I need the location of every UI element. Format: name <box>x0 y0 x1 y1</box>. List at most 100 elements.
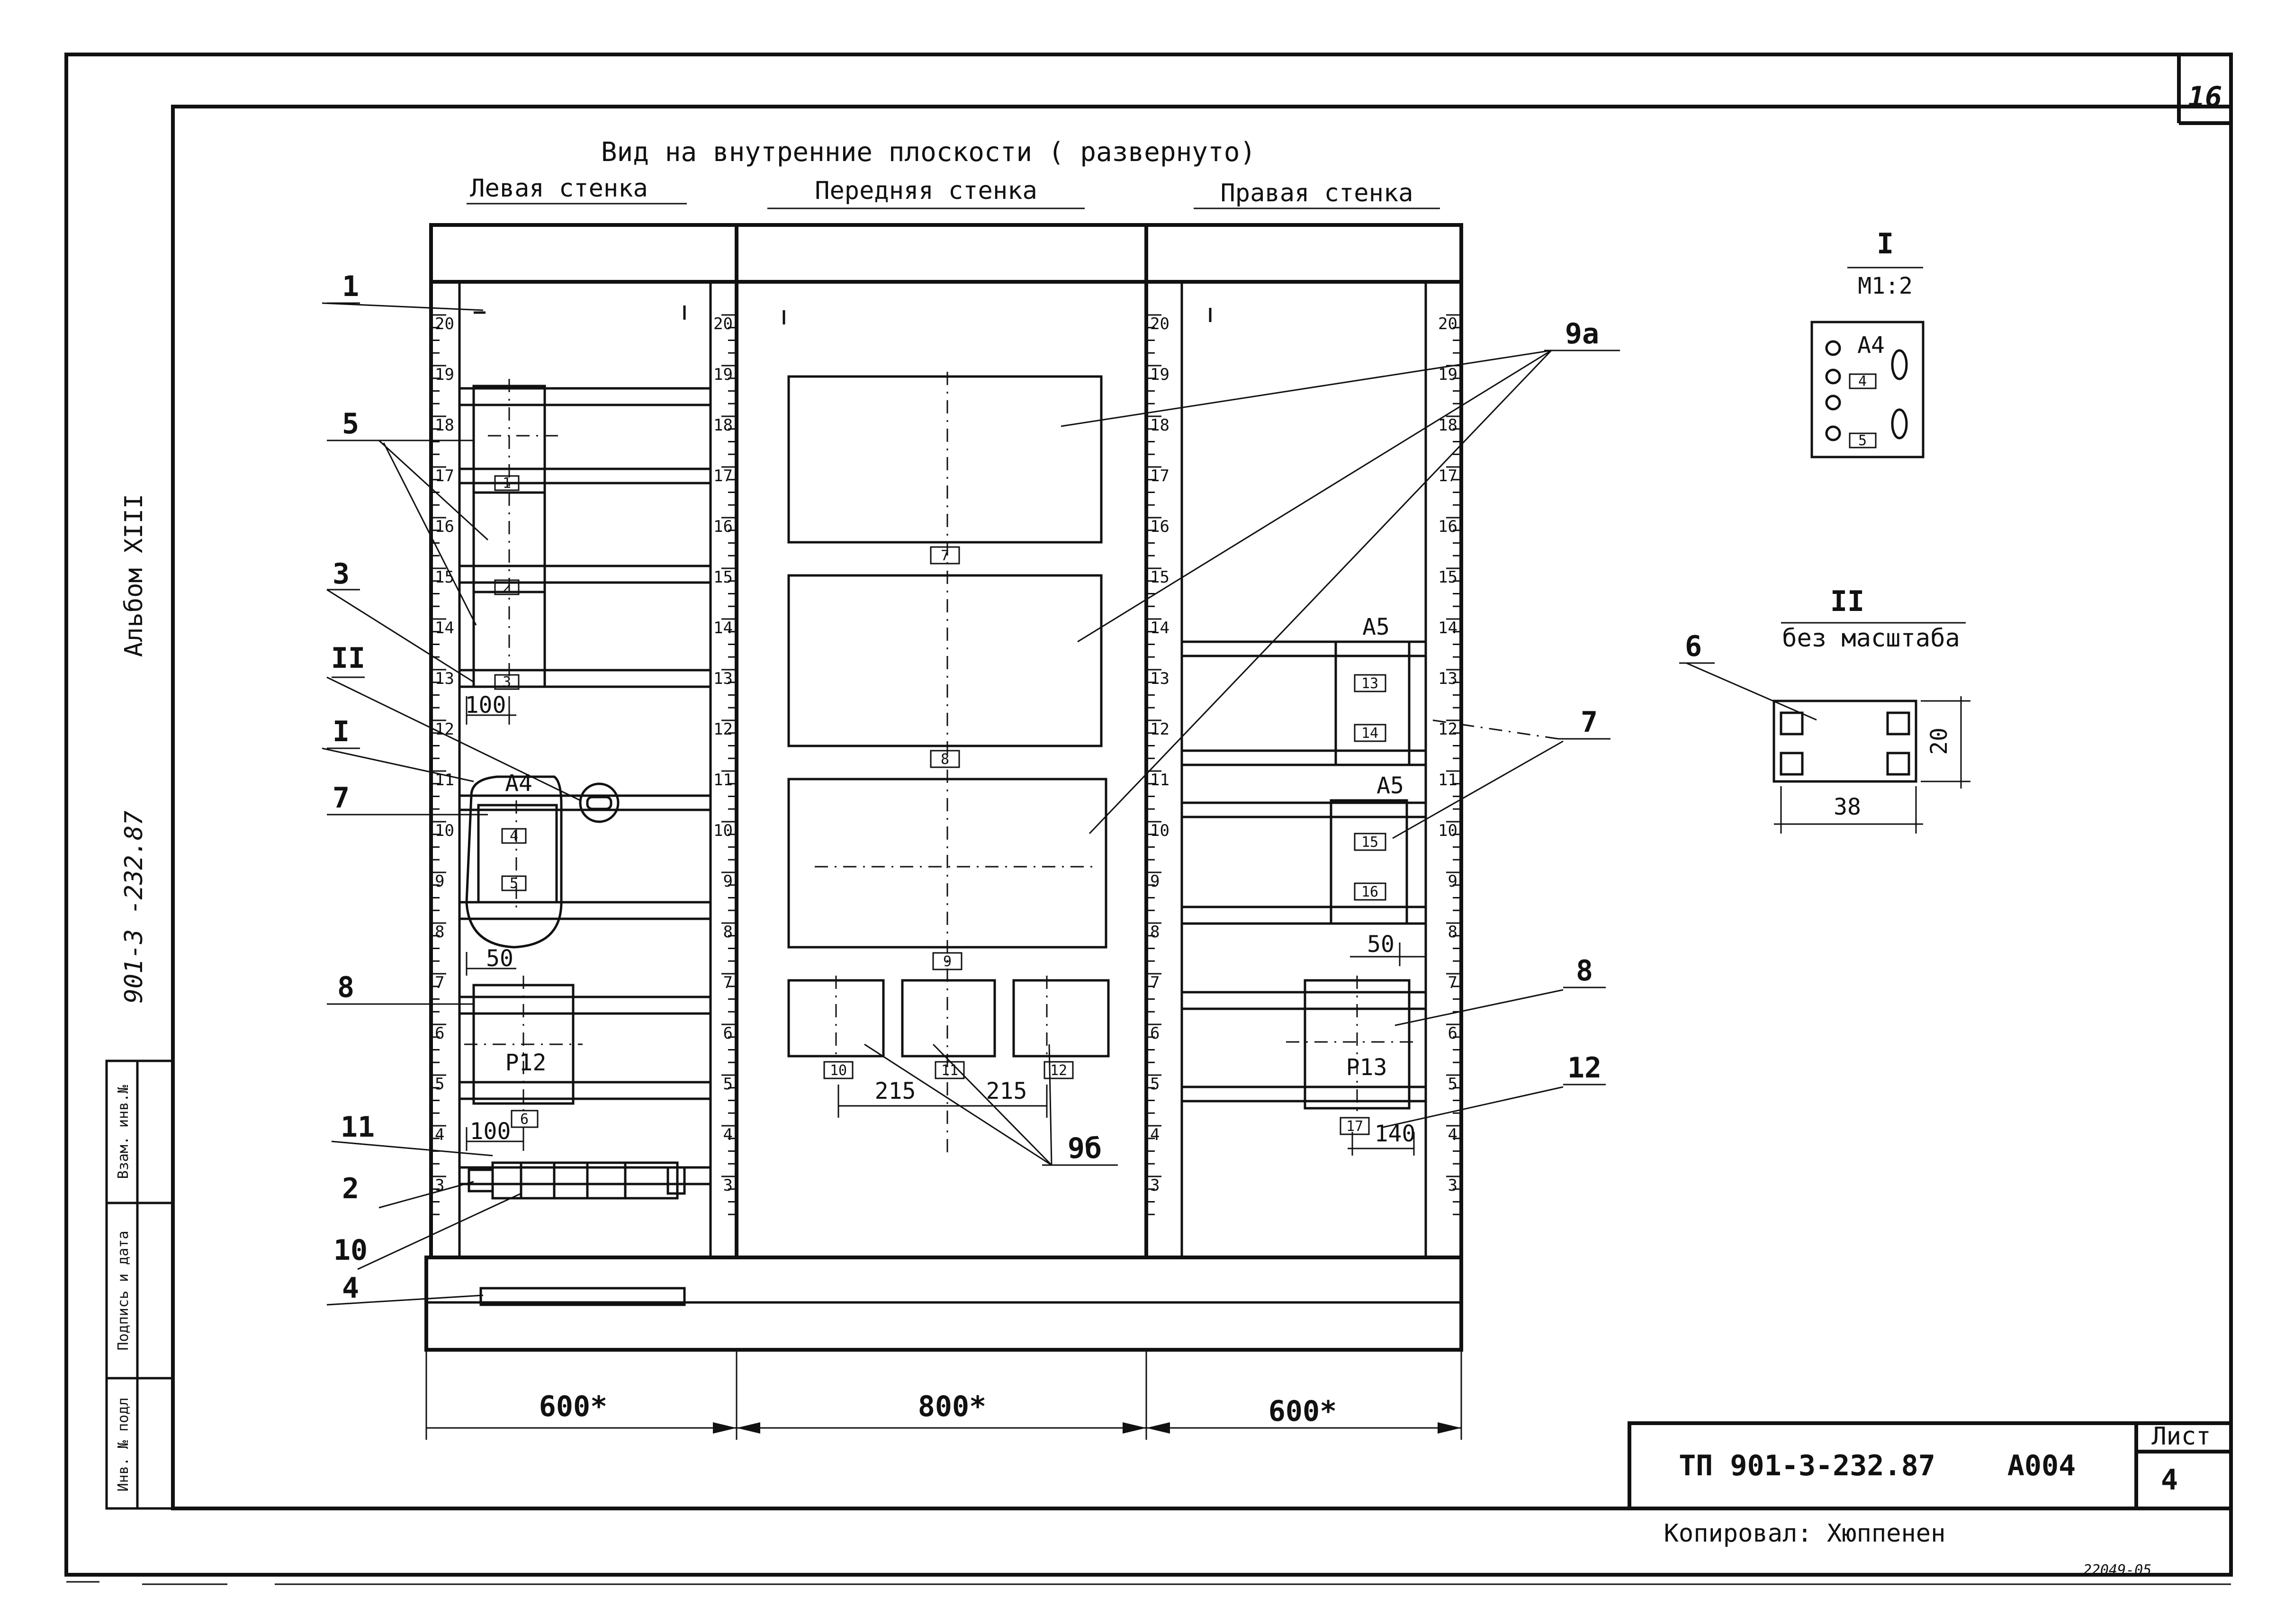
rail-tick-label: 18 <box>713 416 733 435</box>
detail-i-unit-4: 4 <box>1858 373 1867 390</box>
unit-tag-5: 5 <box>510 875 518 892</box>
right-wall-title: Правая стенка <box>1221 179 1413 207</box>
callout-3: 3 <box>333 557 350 591</box>
callout-1: 1 <box>342 270 359 303</box>
rail-tick-label: 7 <box>1150 973 1160 992</box>
mounting-rails <box>430 280 1463 1259</box>
rail-tick-label: 9 <box>435 872 444 891</box>
rail-tick-label: 17 <box>1150 467 1169 485</box>
sheet-number: 16 <box>2188 81 2222 114</box>
rail-tick-label: 8 <box>723 923 733 942</box>
rail-tick-label: 3 <box>1448 1176 1457 1195</box>
unit-tag-4: 4 <box>510 828 518 844</box>
rail-tick-label: 19 <box>435 365 454 384</box>
title-block-sheet-value: 4 <box>2161 1463 2178 1497</box>
rail-tick-label: 13 <box>1438 669 1457 688</box>
side-stamp <box>105 1059 174 1510</box>
left-wall-dimension-lines <box>466 696 524 1151</box>
callout-II: II <box>331 642 365 675</box>
unit-tag-17: 17 <box>1346 1118 1363 1135</box>
rail-tick-labels: 2019181716151413121110987654320191817161… <box>435 314 1457 1195</box>
rail-tick-label: 9 <box>1448 872 1457 891</box>
callout-7-left: 7 <box>333 781 350 815</box>
left-wall-title: Левая стенка <box>470 174 648 203</box>
rail-tick-label: 12 <box>713 720 733 739</box>
rail-tick-label: 9 <box>1150 872 1160 891</box>
detail-ii-title: II <box>1830 585 1864 618</box>
rail-tick-label: 18 <box>435 416 454 435</box>
callout-11: 11 <box>341 1111 375 1144</box>
rail-tick-label: 6 <box>1448 1024 1457 1043</box>
title-block-sheet-label: Лист <box>2151 1422 2211 1451</box>
rail-tick-label: 11 <box>713 771 733 790</box>
rail-tick-label: 16 <box>1438 517 1457 536</box>
unit-tag-10: 10 <box>830 1062 847 1079</box>
rail-tick-label: 12 <box>435 720 454 739</box>
rail-tick-label: 13 <box>435 669 454 688</box>
callout-10: 10 <box>333 1234 368 1267</box>
dim-right-600: 600* <box>1268 1395 1337 1428</box>
album-label: Альбом XIII <box>120 494 148 657</box>
rail-tick-label: 5 <box>1448 1075 1457 1094</box>
dim-left-600: 600* <box>539 1390 608 1423</box>
field-replaced-inv: Взам. инв.№ <box>115 1085 132 1179</box>
right-wall-content <box>1182 640 1426 1156</box>
rail-tick-label: 3 <box>1150 1176 1160 1195</box>
unit-tag-6: 6 <box>520 1111 529 1128</box>
rail-tick-label: 7 <box>435 973 444 992</box>
rail-tick-label: 8 <box>435 923 444 942</box>
rail-tick-label: 7 <box>723 973 733 992</box>
leader-lines <box>322 302 1620 1306</box>
copied-by: Копировал: Хюппенен <box>1664 1519 1946 1548</box>
rail-tick-label: 5 <box>1150 1075 1160 1094</box>
dim-50-right: 50 <box>1367 931 1394 958</box>
unit-tag-13: 13 <box>1361 675 1378 692</box>
unit-tag-2: 2 <box>503 579 511 596</box>
rail-tick-label: 4 <box>1448 1125 1457 1144</box>
rail-tick-label: 12 <box>1150 720 1169 739</box>
rail-tick-label: 13 <box>1150 669 1169 688</box>
unit-tag-14: 14 <box>1361 725 1378 742</box>
rail-tick-label: 6 <box>723 1024 733 1043</box>
rail-tick-label: 6 <box>435 1024 444 1043</box>
rail-tick-label: 10 <box>1438 821 1457 840</box>
unit-tag-9: 9 <box>943 953 952 970</box>
a5-top-label: А5 <box>1362 614 1390 640</box>
rail-tick-label: 15 <box>713 568 733 587</box>
dim-100-top: 100 <box>465 692 506 718</box>
detail-ii-drawing <box>1679 662 1970 834</box>
rail-tick-marks <box>431 314 1461 1215</box>
title-underlines <box>467 203 1440 209</box>
rail-tick-label: 20 <box>1438 314 1457 333</box>
rail-tick-label: 8 <box>1448 923 1457 942</box>
unit-tag-1: 1 <box>503 475 511 492</box>
dim-100-bottom: 100 <box>470 1118 511 1145</box>
side-code: 901-3 -232.87 <box>120 811 148 1004</box>
rail-tick-label: 15 <box>1150 568 1169 587</box>
cabinet-outline <box>424 223 1463 1352</box>
rail-tick-label: 5 <box>435 1075 444 1094</box>
callout-9b: 9б <box>1068 1132 1102 1165</box>
rail-tick-label: 19 <box>1150 365 1169 384</box>
callout-9a: 9а <box>1565 317 1599 350</box>
rail-tick-label: 20 <box>713 314 733 333</box>
rail-tick-label: 17 <box>1438 467 1457 485</box>
stamp-number: 22049-05 <box>2083 1562 2152 1579</box>
unit-tag-11: 11 <box>941 1062 958 1079</box>
front-wall-content <box>787 372 1110 1156</box>
field-inv-no: Инв. № подл <box>115 1398 132 1492</box>
unit-tag-7: 7 <box>941 547 949 564</box>
rail-tick-label: 13 <box>713 669 733 688</box>
unit-tag-12: 12 <box>1050 1062 1067 1079</box>
overall-dimension-lines <box>425 1350 1462 1440</box>
detail-ii-height: 20 <box>1926 727 1952 755</box>
rail-tick-label: 7 <box>1448 973 1457 992</box>
rail-tick-label: 15 <box>435 568 454 587</box>
callout-5: 5 <box>342 407 359 440</box>
rail-tick-label: 16 <box>713 517 733 536</box>
dim-front-800: 800* <box>918 1390 987 1423</box>
unit-tag-8: 8 <box>941 751 949 768</box>
unit-tag-16: 16 <box>1361 884 1378 900</box>
